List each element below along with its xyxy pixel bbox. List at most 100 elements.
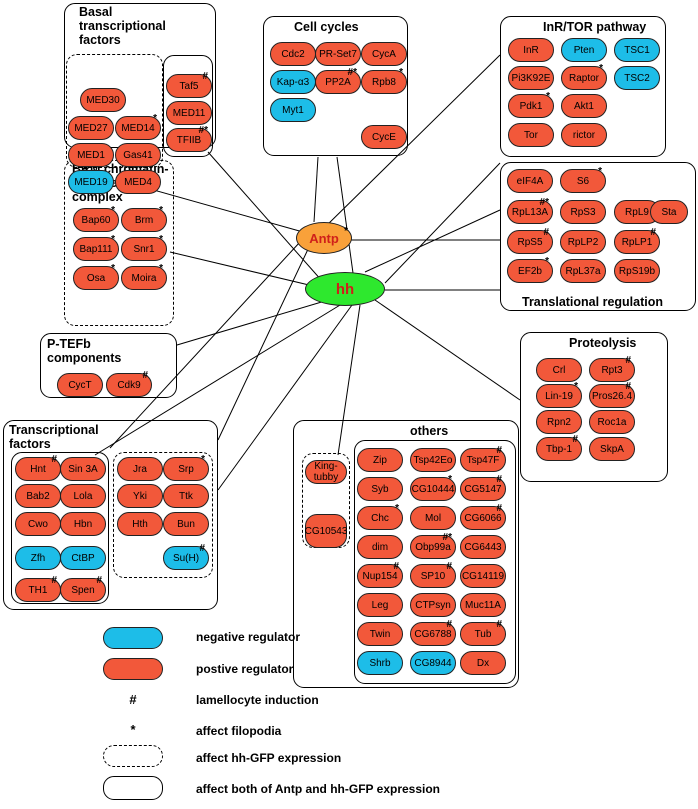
group-inr-tor-pathway: [500, 16, 666, 157]
group-title-proteolysis: Proteolysis: [569, 336, 637, 350]
gene-label: InR: [523, 44, 539, 56]
gene-node: Lin-19*: [536, 381, 582, 408]
gene-node: Muc11A: [460, 593, 506, 617]
gene-node: Zfh: [15, 546, 61, 570]
gene-node: Tor: [508, 123, 554, 147]
gene-marks: #: [51, 454, 57, 465]
gene-label: dim: [371, 541, 389, 553]
gene-label: CycT: [68, 379, 92, 391]
gene-marks: *: [574, 381, 578, 392]
gene-node: Pros26.4#: [589, 381, 635, 408]
gene-node: PP2A#*: [315, 68, 361, 94]
gene-marks: *: [159, 205, 163, 216]
gene-node: Nup154#: [357, 562, 403, 588]
gene-label: Snr1: [133, 243, 155, 255]
gene-label: Rpt3: [601, 364, 623, 376]
gene-node: MED30: [80, 88, 126, 112]
gene-label: Pi3K92E: [511, 72, 551, 84]
gene-node: RpS3: [560, 200, 606, 224]
gene-label: CG6443: [464, 541, 502, 553]
gene-node: MED11: [166, 101, 212, 125]
gene-node: Leg: [357, 593, 403, 617]
gene-marks: #: [496, 619, 502, 630]
gene-label: Muc11A: [465, 599, 501, 611]
gene-label: Obp99a: [415, 541, 451, 553]
gene-node: Chc*: [357, 504, 403, 530]
gene-label: Spen: [71, 584, 95, 596]
gene-node: Pdk1*: [508, 92, 554, 118]
gene-node: Srp*: [163, 455, 209, 481]
gene-label: Rpn2: [547, 416, 571, 428]
legend-positive-label: postive regulator: [196, 662, 294, 676]
gene-node: Hbn: [60, 512, 106, 536]
gene-marks: #: [446, 619, 452, 630]
legend-negative-swatch: [103, 627, 163, 649]
gene-marks: #*: [198, 125, 208, 136]
gene-node: Crl: [536, 358, 582, 382]
gene-node: Pi3K92E: [508, 66, 554, 90]
gene-node: Twin: [357, 622, 403, 646]
gene-node: MED19: [68, 170, 114, 194]
gene-node: InR: [508, 38, 554, 62]
gene-node: Hnt#: [15, 454, 61, 481]
gene-label: Zfh: [30, 552, 46, 564]
gene-node: Raptor*: [561, 64, 607, 90]
gene-label: RpL13A: [511, 206, 549, 218]
gene-node: RpLP1#: [614, 228, 660, 254]
gene-label: Pdk1: [519, 100, 543, 112]
gene-marks: *: [399, 67, 403, 78]
gene-marks: *: [153, 113, 157, 124]
gene-label: Crl: [552, 364, 566, 376]
group-ptefb-components: [40, 333, 177, 398]
gene-node: Tsp42Eo: [410, 448, 456, 472]
gene-marks: #: [625, 381, 631, 392]
gene-node: Brm*: [121, 205, 167, 232]
gene-node: CycA: [361, 42, 407, 66]
gene-node: Taf5#: [166, 71, 212, 98]
gene-label: Bun: [177, 518, 195, 530]
gene-label: CG5147: [464, 483, 502, 495]
gene-label: Twin: [369, 628, 391, 640]
gene-node: TH1#: [15, 575, 61, 602]
gene-node: Rpb8*: [361, 67, 407, 94]
gene-node: MED27: [68, 116, 114, 140]
gene-label: Tbp-1: [545, 443, 573, 455]
gene-marks: #: [202, 71, 208, 82]
gene-marks: #: [446, 561, 452, 572]
gene-label: MED14: [121, 122, 155, 134]
gene-label: Mol: [424, 512, 442, 524]
gene-node: Cdc2: [270, 42, 316, 66]
group-title-transcriptional: Transcriptional factors: [9, 423, 99, 451]
gene-label: Osa: [86, 272, 106, 284]
gene-node: CG8944: [410, 651, 456, 675]
gene-node: dim: [357, 535, 403, 559]
gene-label: Pros26.4: [591, 390, 633, 402]
gene-node: MED4: [115, 170, 161, 194]
group-title-translational: Translational regulation: [522, 295, 663, 309]
gene-node: Tbp-1#: [536, 434, 582, 461]
gene-label: CtBP: [71, 552, 95, 564]
gene-marks: *: [111, 234, 115, 245]
group-translational-regulation: [500, 162, 696, 311]
gene-label: Pten: [573, 44, 595, 56]
gene-node: CG14119: [460, 564, 506, 588]
group-transcriptional-factors: [3, 420, 218, 610]
gene-marks: #*: [442, 532, 452, 543]
gene-label: Tub: [474, 628, 492, 640]
gene-label: Su(H): [172, 552, 200, 564]
gene-node: Rpn2: [536, 410, 582, 434]
gene-label: MED1: [77, 149, 105, 161]
subgroup-others-solid: [354, 440, 516, 684]
gene-node: Syb: [357, 477, 403, 501]
gene-label: EF2b: [518, 265, 542, 277]
gene-label: Hbn: [73, 518, 93, 530]
gene-label: TH1: [28, 584, 48, 596]
gene-marks: #: [572, 434, 578, 445]
gene-label: Taf5: [179, 80, 199, 92]
gene-marks: #: [51, 575, 57, 586]
gene-label: Bap111: [79, 243, 113, 255]
gene-node: RpL13A#*: [507, 198, 553, 224]
hub-hh-label: hh: [335, 280, 355, 298]
legend-star-label: affect filopodia: [196, 724, 282, 738]
